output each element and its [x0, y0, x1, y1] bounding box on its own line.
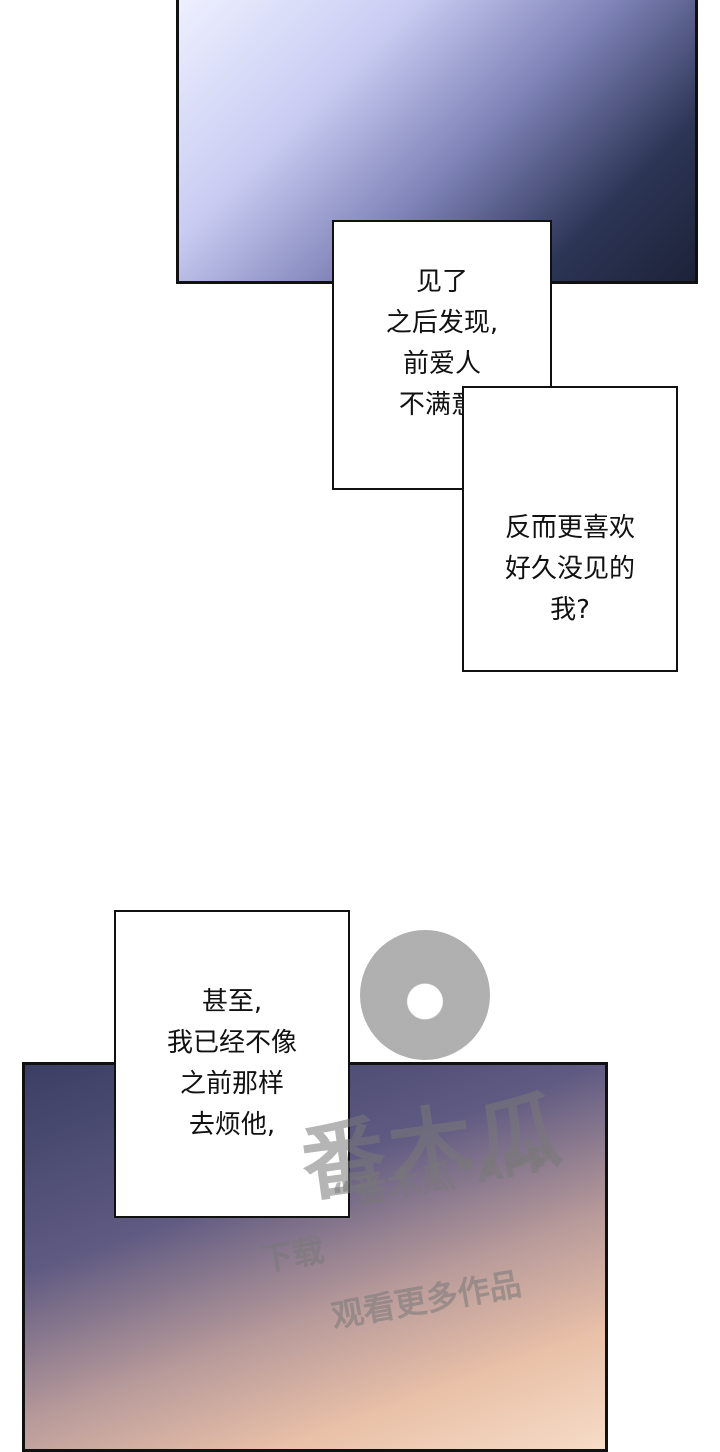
bubble-1-line: 之后发现,	[385, 308, 499, 338]
bubble-3-line: 之前那样	[179, 1069, 284, 1099]
bubble-3-line: 甚至,	[201, 987, 263, 1017]
bubble-3-line: 我已经不像	[166, 1028, 297, 1058]
bubble-2-line: 我?	[550, 594, 590, 625]
bubble-1-line: 前爱人	[402, 349, 481, 379]
watermark-logo-icon	[360, 930, 490, 1060]
bubble-join	[465, 388, 550, 488]
bubble-2-line: 好久没见的	[504, 553, 635, 584]
bubble-2-line: 反而更喜欢	[504, 512, 635, 543]
speech-bubble-3: 甚至, 我已经不像 之前那样 去烦他,	[114, 910, 350, 1218]
bubble-3-line: 去烦他,	[188, 1110, 276, 1140]
bubble-1-line: 见了	[415, 267, 468, 297]
